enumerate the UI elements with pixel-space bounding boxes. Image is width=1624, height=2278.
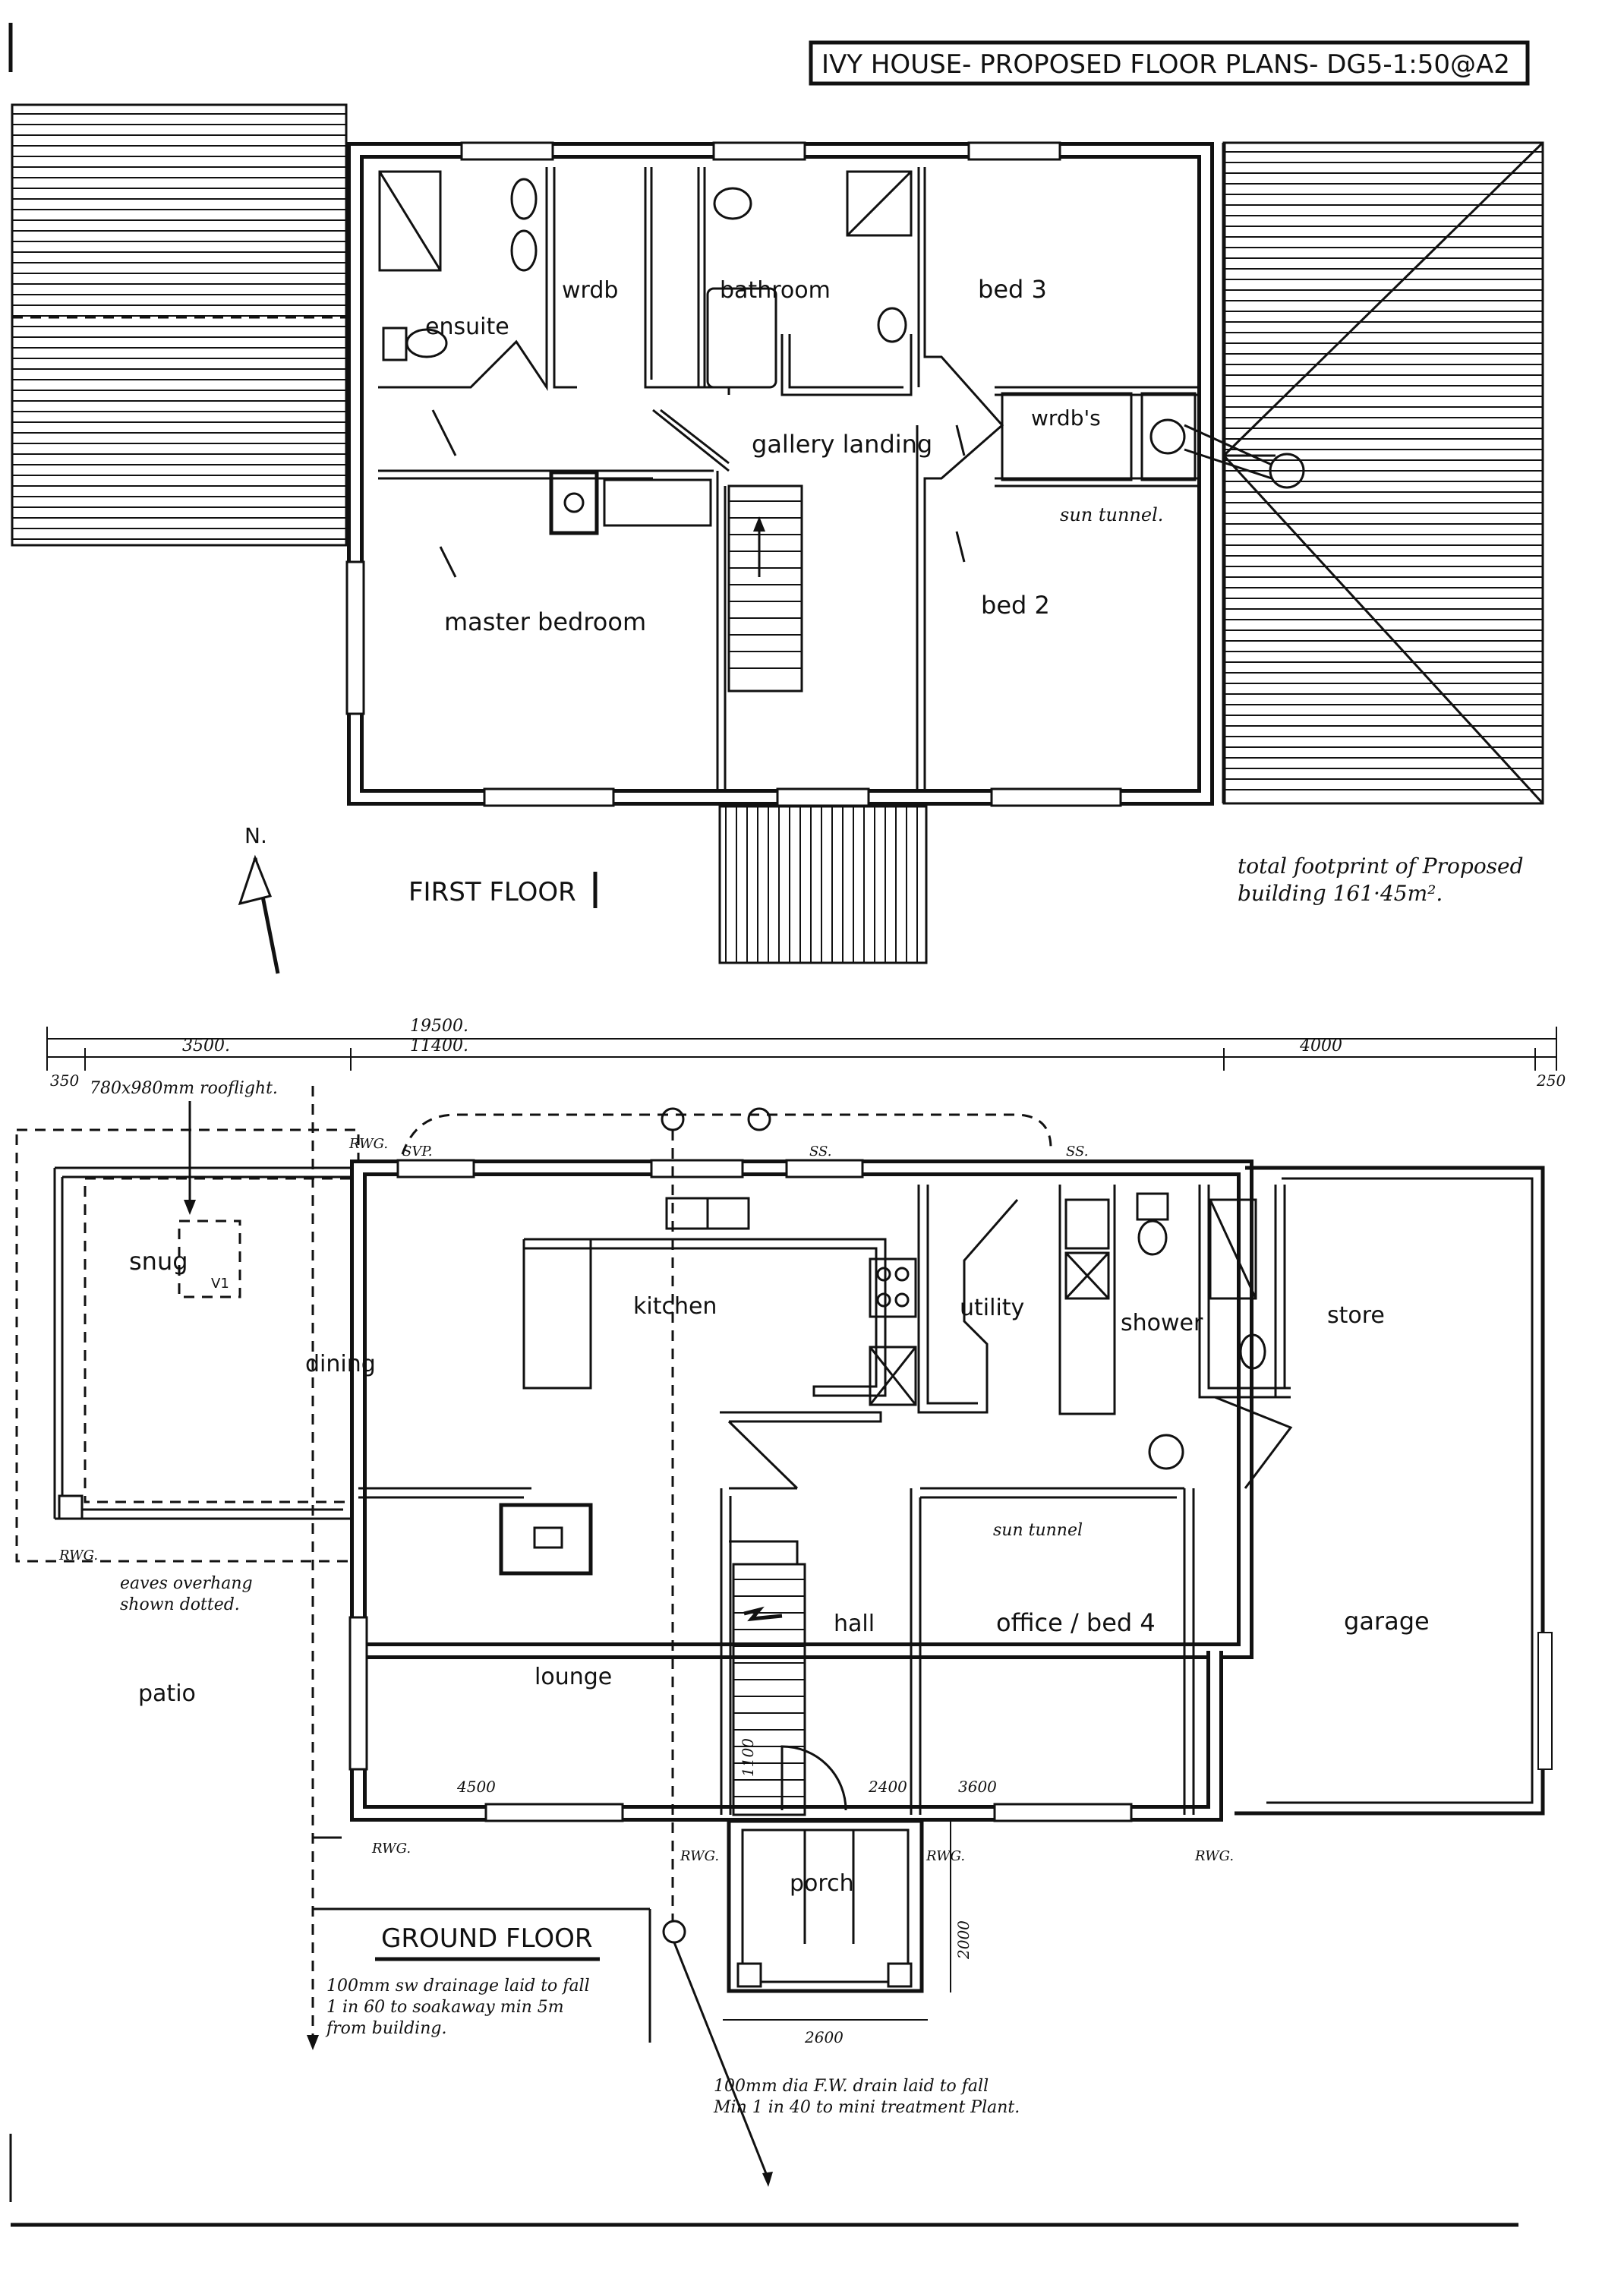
rooflight-note: 780x980mm rooflight.	[90, 1079, 278, 1098]
sw-drain-note-line3: from building.	[325, 2019, 446, 2038]
left-roof-hatch	[11, 103, 348, 547]
dim-right-overhang: 250	[1536, 1071, 1566, 1090]
dim-office-width: 3600	[958, 1778, 997, 1796]
gf-sun-tunnel-label: sun tunnel	[993, 1521, 1083, 1540]
gf-patio-label: patio	[138, 1680, 196, 1707]
eaves-note-line2: shown dotted.	[120, 1595, 240, 1614]
gf-office-label: office / bed 4	[996, 1608, 1156, 1637]
dim-left-overhang: 350	[50, 1071, 79, 1090]
first-floor-stair	[727, 484, 803, 693]
gf-porch-label: porch	[790, 1870, 854, 1897]
sw-drain-note-line1: 100mm sw drainage laid to fall	[326, 1977, 590, 1996]
dim-porch-width: 2600	[804, 2028, 844, 2046]
porch	[727, 1819, 924, 1993]
north-label: N.	[244, 823, 267, 848]
footprint-note-line2: building 161·45m².	[1238, 881, 1443, 906]
svp-label: SVP.	[402, 1144, 433, 1160]
rwg-label-1: RWG.	[348, 1136, 388, 1152]
rwg-label-2: RWG.	[58, 1548, 98, 1563]
first-floor-heading: FIRST FLOOR	[408, 877, 576, 907]
dim-hall-width: 2400	[868, 1778, 907, 1796]
ground-floor-plan: 19500. 3500. 11400. 4000 350 250 780x980…	[15, 1017, 1566, 2187]
dim-garage-width: 4000	[1299, 1036, 1342, 1055]
drawing-title: IVY HOUSE- PROPOSED FLOOR PLANS- DG5-1:5…	[821, 49, 1510, 80]
north-arrow: N.	[238, 823, 280, 974]
eaves-note-line1: eaves overhang	[120, 1574, 253, 1593]
gf-garage-label: garage	[1344, 1607, 1430, 1636]
gf-kitchen-label: kitchen	[633, 1293, 717, 1320]
deck-hatch	[718, 805, 928, 964]
v1-label: V1	[211, 1276, 229, 1292]
rwg-label-6: RWG.	[1194, 1848, 1234, 1864]
right-roof-hatch	[1222, 141, 1544, 805]
dim-overall: 19500.	[410, 1017, 468, 1036]
fw-drain-note-line1: 100mm dia F.W. drain laid to fall	[714, 2077, 989, 2096]
dim-main-width: 11400.	[410, 1036, 468, 1055]
ss-label-2: SS.	[1066, 1144, 1088, 1160]
ff-ensuite-label: ensuite	[425, 314, 509, 340]
dimension-strings: 19500. 3500. 11400. 4000 350 250	[46, 1017, 1566, 1090]
dim-lounge-width: 4500	[456, 1778, 496, 1796]
drainage-lines	[307, 1086, 1052, 2187]
ss-label-1: SS.	[809, 1144, 831, 1160]
rwg-label-4: RWG.	[680, 1848, 719, 1864]
sw-drain-note-line2: 1 in 60 to soakaway min 5m	[326, 1998, 564, 2017]
fw-drain-note-line2: Min 1 in 40 to mini treatment Plant.	[713, 2098, 1020, 2117]
ff-bed2-label: bed 2	[981, 591, 1050, 620]
ff-master-bedroom-label: master bedroom	[444, 607, 646, 636]
gf-lounge-label: lounge	[535, 1664, 612, 1690]
gf-utility-label: utility	[960, 1295, 1024, 1321]
ground-floor-heading: GROUND FLOOR	[381, 1923, 592, 1954]
title-block: IVY HOUSE- PROPOSED FLOOR PLANS- DG5-1:5…	[809, 40, 1530, 86]
ff-wardrobes-label: wrdb's	[1031, 405, 1101, 431]
first-floor-plan: ensuite wrdb bathroom bed 3 wrdb's galle…	[11, 103, 1544, 974]
ff-bed3-label: bed 3	[978, 275, 1047, 304]
dim-hall-step: 1100	[739, 1738, 757, 1777]
gf-store-label: store	[1327, 1302, 1385, 1329]
gf-shower-label: shower	[1121, 1310, 1203, 1336]
rwg-label-3: RWG.	[371, 1841, 411, 1857]
ff-wardrobe-label: wrdb	[562, 277, 618, 304]
ff-sun-tunnel-label: sun tunnel.	[1060, 504, 1163, 525]
footprint-note-line1: total footprint of Proposed	[1238, 853, 1524, 879]
gf-snug-label: snug	[129, 1247, 188, 1276]
dim-porch-depth: 2000	[954, 1920, 973, 1960]
dim-snug-width: 3500.	[182, 1036, 230, 1055]
gf-dining-label: dining	[305, 1351, 376, 1377]
rwg-label-5: RWG.	[926, 1848, 965, 1864]
gf-hall-label: hall	[834, 1611, 875, 1637]
ff-bathroom-label: bathroom	[720, 277, 831, 304]
ff-gallery-label: gallery landing	[752, 430, 932, 459]
